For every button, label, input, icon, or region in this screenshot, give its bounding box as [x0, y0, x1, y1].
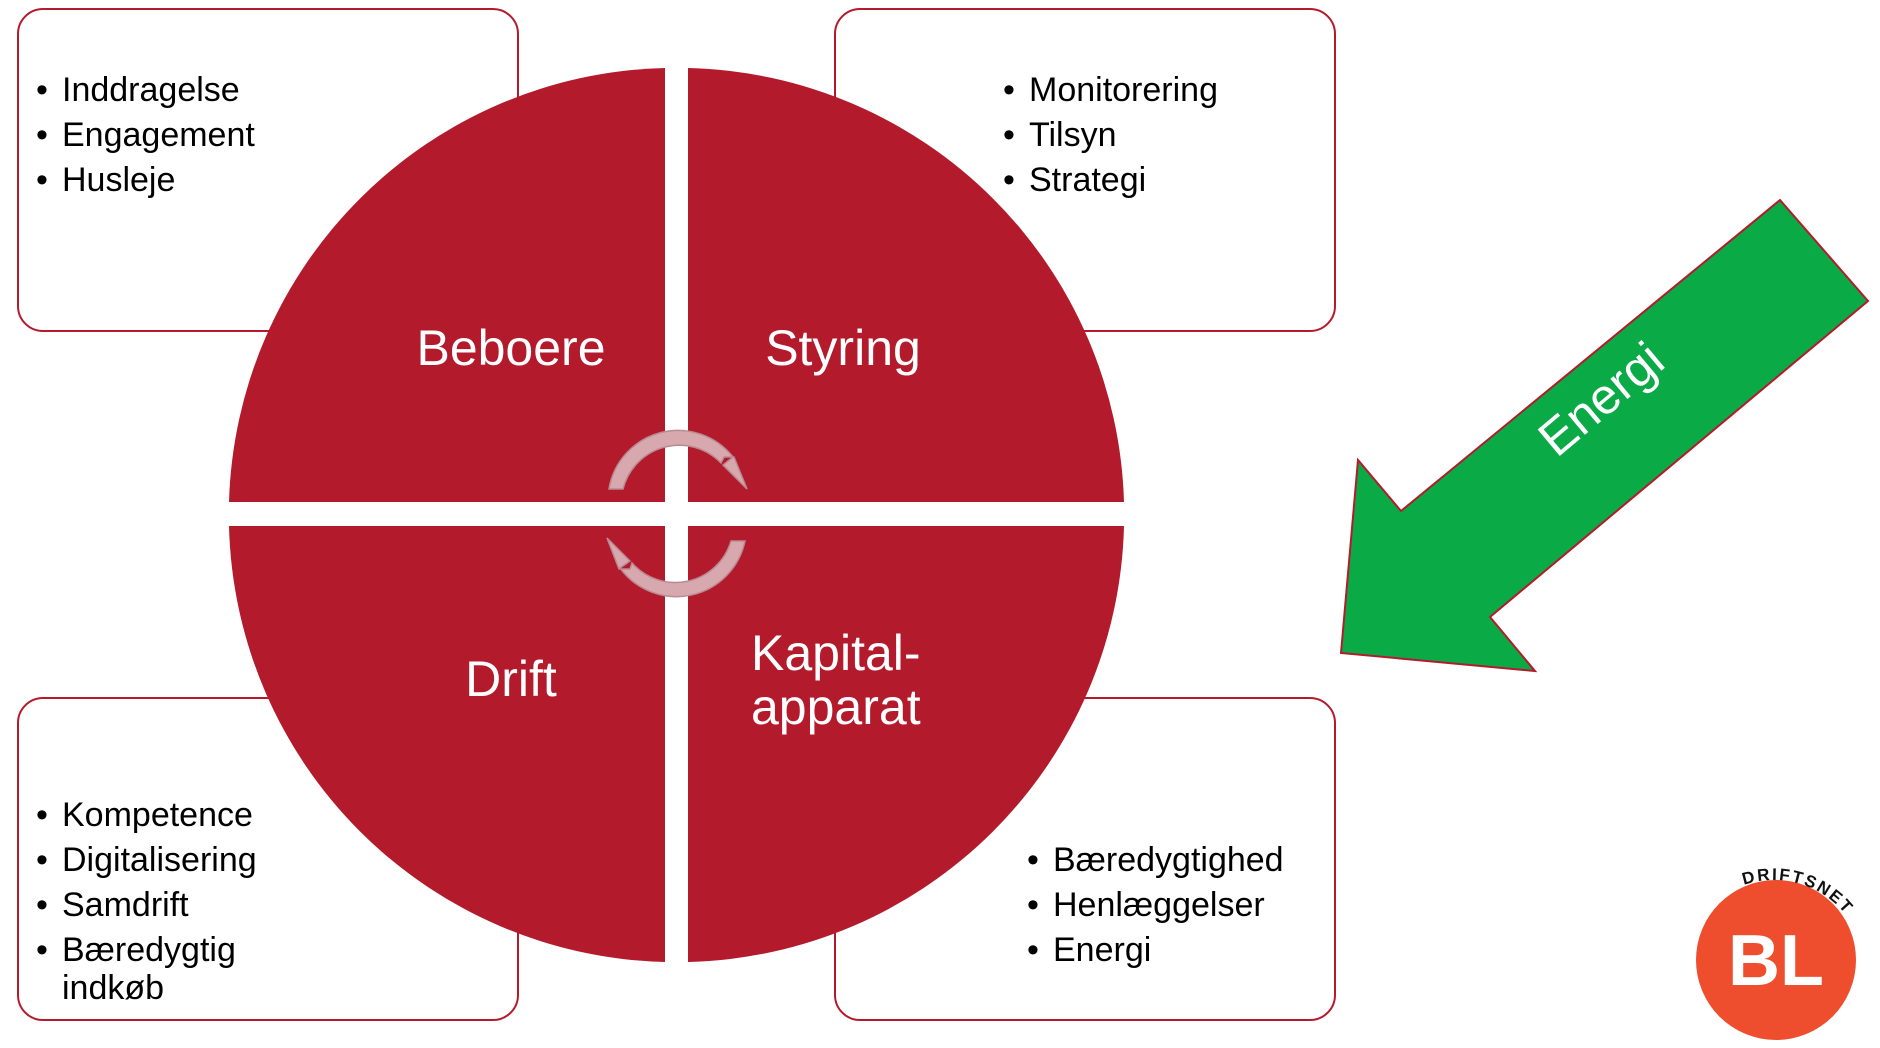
logo-letters: BL — [1728, 921, 1824, 1001]
segment-beboere — [229, 68, 665, 502]
arrow-down-left-icon: Energi — [1339, 198, 1870, 673]
list-item: Samdrift — [36, 883, 282, 928]
list-item: Bæredygtig indkøb — [36, 931, 282, 1007]
beboere-list: Inddragelse Engagement Husleje — [36, 68, 255, 203]
list-item: Monitorering — [1003, 68, 1218, 113]
refresh-cycle-icon — [606, 429, 748, 598]
list-item: Inddragelse — [36, 68, 255, 113]
segment-label-styring: Styring — [765, 320, 921, 376]
list-item: Tilsyn — [1003, 113, 1218, 158]
segment-label-kapitalapparat-2: apparat — [751, 679, 921, 735]
segment-label-beboere: Beboere — [416, 320, 605, 376]
segment-label-kapitalapparat-1: Kapital- — [751, 625, 921, 681]
list-item: Bæredygtighed — [1027, 838, 1284, 883]
bl-driftsnet-logo: BL DRIFTSNET — [1696, 865, 1856, 1040]
kapitalapparat-list: Bæredygtighed Henlæggelser Energi — [1027, 838, 1284, 973]
segment-drift — [229, 526, 665, 962]
list-item: Henlæggelser — [1027, 883, 1284, 928]
drift-list: Kompetence Digitalisering Samdrift Bæred… — [36, 793, 282, 1007]
styring-list: Monitorering Tilsyn Strategi — [1003, 68, 1218, 203]
list-item: Strategi — [1003, 158, 1218, 203]
list-item: Husleje — [36, 158, 255, 203]
list-item: Digitalisering — [36, 838, 282, 883]
list-item: Energi — [1027, 928, 1284, 973]
segment-kapitalapparat — [688, 526, 1124, 962]
segment-styring — [688, 68, 1124, 502]
list-item: Engagement — [36, 113, 255, 158]
list-item: Kompetence — [36, 793, 282, 838]
segment-label-drift: Drift — [465, 651, 557, 707]
